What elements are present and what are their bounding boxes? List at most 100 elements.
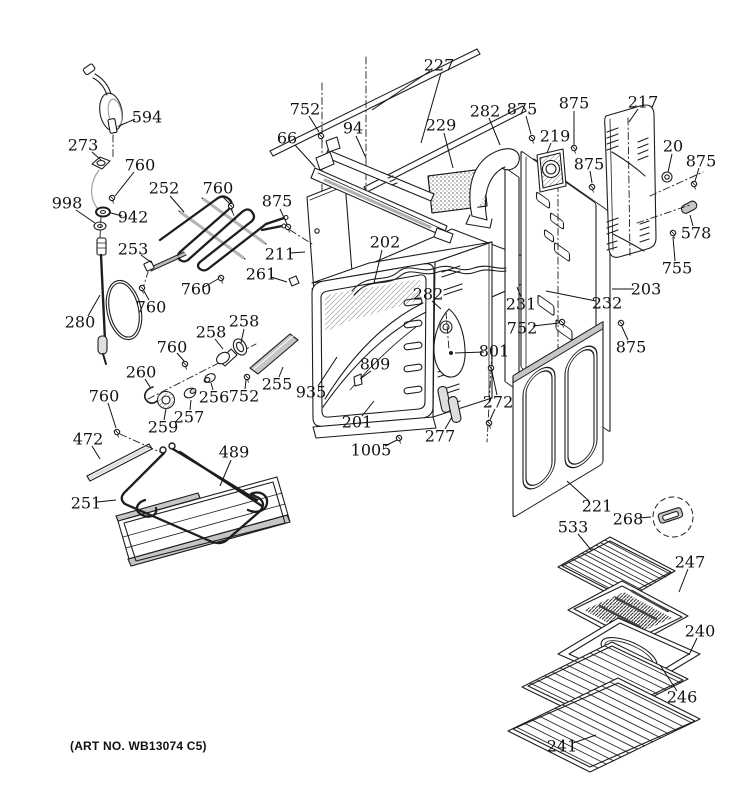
part-label-578-40: 578: [681, 224, 712, 243]
rear-cover-217: [604, 104, 698, 258]
leader-line-251-60: [96, 499, 117, 503]
leader-line-760-62: [107, 402, 117, 429]
part-label-231-44: 231: [506, 295, 537, 314]
part-label-253-8: 253: [118, 240, 149, 259]
leader-line-755-41: [672, 236, 676, 262]
part-label-472-59: 472: [73, 430, 104, 449]
leader-line-94-29: [355, 135, 367, 159]
leader-line-261-51: [270, 276, 288, 283]
part-label-755-41: 755: [662, 259, 693, 278]
leader-line-801-46: [454, 351, 485, 354]
rack-guides: [403, 297, 423, 395]
leader-line-246-57: [659, 664, 678, 692]
top-rails: [310, 136, 454, 244]
leader-line-256-18: [210, 382, 214, 391]
leader-line-594-0: [118, 118, 136, 127]
part-label-256-18: 256: [199, 388, 230, 407]
leader-line-268-53: [638, 516, 652, 519]
part-label-258-12: 258: [229, 312, 260, 331]
part-label-221-52: 221: [582, 497, 613, 516]
leader-line-875-39: [694, 167, 700, 182]
leader-line-258-13: [214, 338, 224, 350]
part-label-282-32: 282: [470, 102, 501, 121]
part-label-232-43: 232: [592, 294, 623, 313]
leader-line-217-36: [628, 108, 639, 123]
part-label-251-60: 251: [71, 494, 102, 513]
part-label-203-42: 203: [631, 280, 662, 299]
leader-line-211-50: [289, 251, 306, 254]
part-label-66-27: 66: [277, 129, 297, 148]
leader-line-578-40: [689, 214, 694, 227]
part-label-752-28: 752: [290, 100, 321, 119]
leader-line-232-43: [545, 290, 597, 302]
rack-stop-268: [657, 507, 684, 524]
leader-line-752-19: [244, 379, 247, 390]
leader-line-219-35: [546, 142, 552, 154]
leader-line-875-47: [621, 326, 629, 341]
part-label-942-4: 942: [118, 208, 149, 227]
leader-line-241-58: [572, 734, 597, 744]
leader-line-231-44: [516, 286, 522, 298]
part-label-201-23: 201: [342, 413, 373, 432]
leader-line-255-20: [278, 366, 284, 378]
part-label-273-1: 273: [68, 136, 99, 155]
leader-line-875-7: [279, 208, 288, 225]
small-parts-chain: [144, 333, 299, 410]
part-label-752-45: 752: [507, 319, 538, 338]
louver-slots: [606, 127, 650, 251]
part-label-20-38: 20: [663, 137, 683, 156]
part-label-1005-24: 1005: [351, 441, 392, 460]
part-label-277-25: 277: [425, 427, 456, 446]
leader-line-1005-24: [384, 439, 398, 447]
side-panel-221: [512, 321, 604, 518]
oven-rack-241: [507, 677, 701, 773]
leader-line-272-26: [491, 371, 498, 396]
leader-line-282-32: [488, 117, 501, 146]
leader-line-247-55: [678, 568, 689, 593]
part-label-227-30: 227: [424, 56, 455, 75]
part-label-217-36: 217: [628, 93, 659, 112]
leader-line-533-54: [577, 533, 593, 552]
part-label-760-14: 760: [157, 338, 188, 357]
leader-line-998-3: [75, 209, 96, 224]
part-label-252-5: 252: [149, 179, 180, 198]
leader-line-752-45: [532, 322, 560, 327]
leader-line-66-27: [294, 144, 316, 168]
part-label-875-47: 875: [616, 338, 647, 357]
vent-duct-282: [465, 148, 520, 229]
part-label-240-56: 240: [685, 622, 716, 641]
leader-line-280-11: [87, 294, 101, 317]
leader-line-273-1: [91, 151, 102, 161]
leader-line-260-15: [144, 378, 151, 388]
leader-line-760-2: [114, 171, 135, 197]
part-label-282-48: 282: [413, 285, 444, 304]
part-label-202-49: 202: [370, 233, 401, 252]
leader-line-253-8: [140, 254, 153, 264]
leader-line-809-22: [359, 370, 372, 380]
part-label-594-0: 594: [132, 108, 163, 127]
leader-line-259-16: [163, 408, 167, 421]
leader-line-935-21: [317, 356, 338, 387]
leader-line-221-52: [566, 480, 590, 502]
part-label-211-50: 211: [265, 245, 296, 264]
part-label-257-17: 257: [174, 408, 205, 427]
part-label-760-6: 760: [203, 179, 234, 198]
wave-duct-202: [351, 265, 507, 296]
part-label-801-46: 801: [479, 342, 510, 361]
part-label-247-55: 247: [675, 553, 706, 572]
leader-line-240-56: [688, 637, 698, 656]
leader-line-272-26: [489, 408, 496, 421]
part-label-533-54: 533: [558, 518, 589, 537]
part-label-875-33: 875: [507, 100, 538, 119]
leader-line-202-49: [373, 249, 383, 284]
leader-line-760-9: [203, 278, 219, 288]
leader-line-227-30: [420, 72, 442, 144]
part-label-258-13: 258: [196, 323, 227, 342]
probe-assembly: [82, 63, 143, 365]
part-label-246-57: 246: [667, 688, 698, 707]
leader-line-252-5: [169, 195, 185, 213]
bake-element-252: [141, 195, 289, 292]
part-label-268-53: 268: [613, 510, 644, 529]
